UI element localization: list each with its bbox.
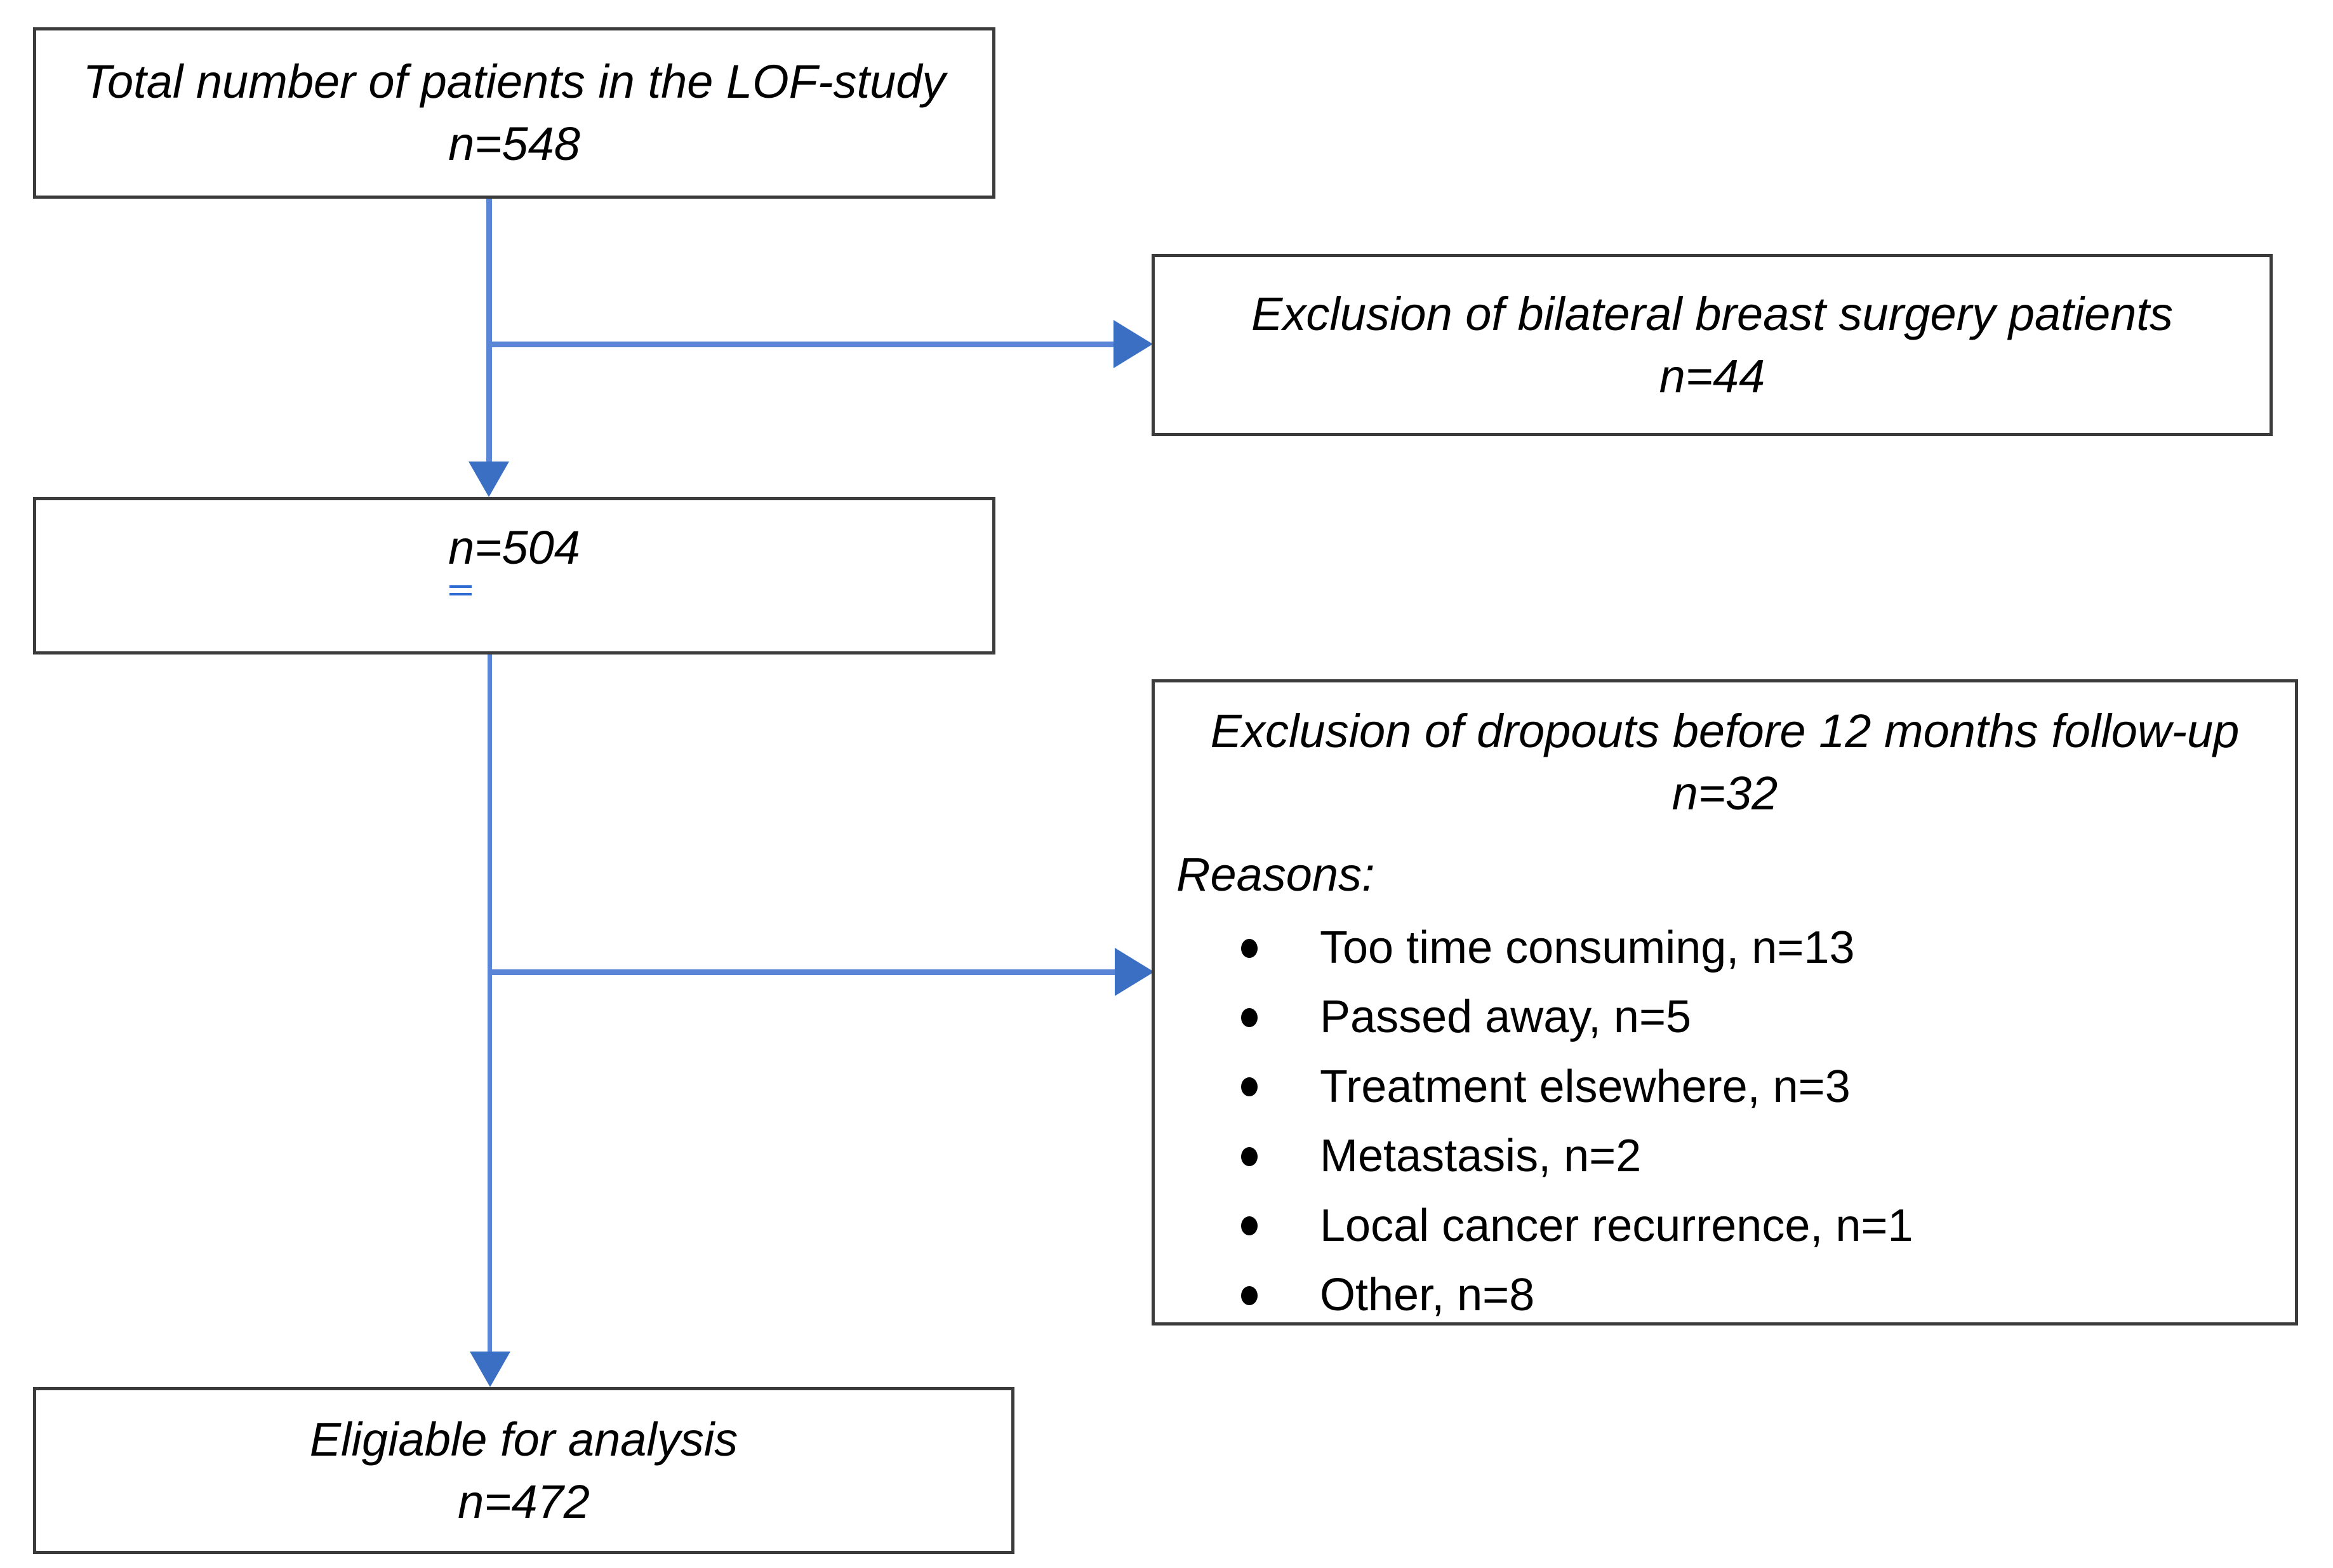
list-item-label: Local cancer recurrence, n=1: [1320, 1200, 1913, 1251]
list-item: Passed away, n=5: [1241, 983, 2276, 1052]
list-item: Local cancer recurrence, n=1: [1241, 1192, 2276, 1261]
box-total-patients-line1: Total number of patients in the LOF-stud…: [83, 55, 946, 109]
box-eligible-for-analysis: Eligiable for analysis n=472: [33, 1387, 1014, 1554]
list-item-label: Too time consuming, n=13: [1320, 922, 1855, 973]
box-eligible-line1: Eligiable for analysis: [309, 1412, 738, 1466]
box-total-patients-count: n=548: [448, 117, 580, 170]
box-remaining-patients-prefix: n: [448, 521, 475, 574]
box-exclusion-dropouts: Exclusion of dropouts before 12 months f…: [1152, 679, 2298, 1325]
connector-remaining-to-eligible: [488, 654, 492, 1352]
reasons-list: Too time consuming, n=13 Passed away, n=…: [1174, 914, 2276, 1331]
arrowhead-into-remaining-box: [469, 462, 509, 497]
arrowhead-into-bilateral-box: [1113, 320, 1153, 368]
box-total-patients: Total number of patients in the LOF-stud…: [33, 27, 995, 199]
grammar-underline-marker: n: [448, 517, 475, 588]
connector-total-to-remaining: [486, 199, 492, 462]
box-exclusion-dropouts-line1: Exclusion of dropouts before 12 months f…: [1210, 705, 2240, 757]
box-remaining-patients-count: n=504: [448, 517, 580, 588]
arrowhead-into-dropouts-box: [1115, 948, 1154, 996]
bullet-dot-icon: [1241, 1008, 1258, 1027]
bullet-dot-icon: [1241, 1216, 1258, 1236]
box-eligible-count: n=472: [458, 1475, 590, 1528]
box-exclusion-dropouts-heading: Exclusion of dropouts before 12 months f…: [1174, 700, 2276, 824]
box-exclusion-bilateral-count: n=44: [1659, 349, 1765, 402]
box-exclusion-bilateral: Exclusion of bilateral breast surgery pa…: [1152, 254, 2273, 436]
reasons-label: Reasons:: [1176, 848, 1375, 901]
bullet-dot-icon: [1241, 1286, 1258, 1305]
bullet-dot-icon: [1241, 1077, 1258, 1097]
arrowhead-into-eligible-box: [470, 1352, 510, 1387]
list-item: Treatment elsewhere, n=3: [1241, 1053, 2276, 1122]
list-item-label: Passed away, n=5: [1320, 992, 1692, 1043]
box-remaining-patients: n=504: [33, 497, 995, 654]
connector-to-bilateral-exclusion: [489, 342, 1115, 347]
list-item-label: Other, n=8: [1320, 1270, 1535, 1321]
connector-to-dropouts-exclusion: [489, 969, 1116, 975]
list-item: Too time consuming, n=13: [1241, 914, 2276, 983]
list-item-label: Metastasis, n=2: [1320, 1131, 1642, 1182]
bullet-dot-icon: [1241, 938, 1258, 958]
list-item: Metastasis, n=2: [1241, 1122, 2276, 1191]
box-remaining-patients-suffix: =504: [474, 521, 580, 574]
bullet-dot-icon: [1241, 1146, 1258, 1166]
list-item: Other, n=8: [1241, 1261, 2276, 1330]
box-exclusion-bilateral-line1: Exclusion of bilateral breast surgery pa…: [1251, 287, 2173, 340]
box-exclusion-dropouts-count: n=32: [1672, 766, 1778, 820]
list-item-label: Treatment elsewhere, n=3: [1320, 1061, 1851, 1112]
